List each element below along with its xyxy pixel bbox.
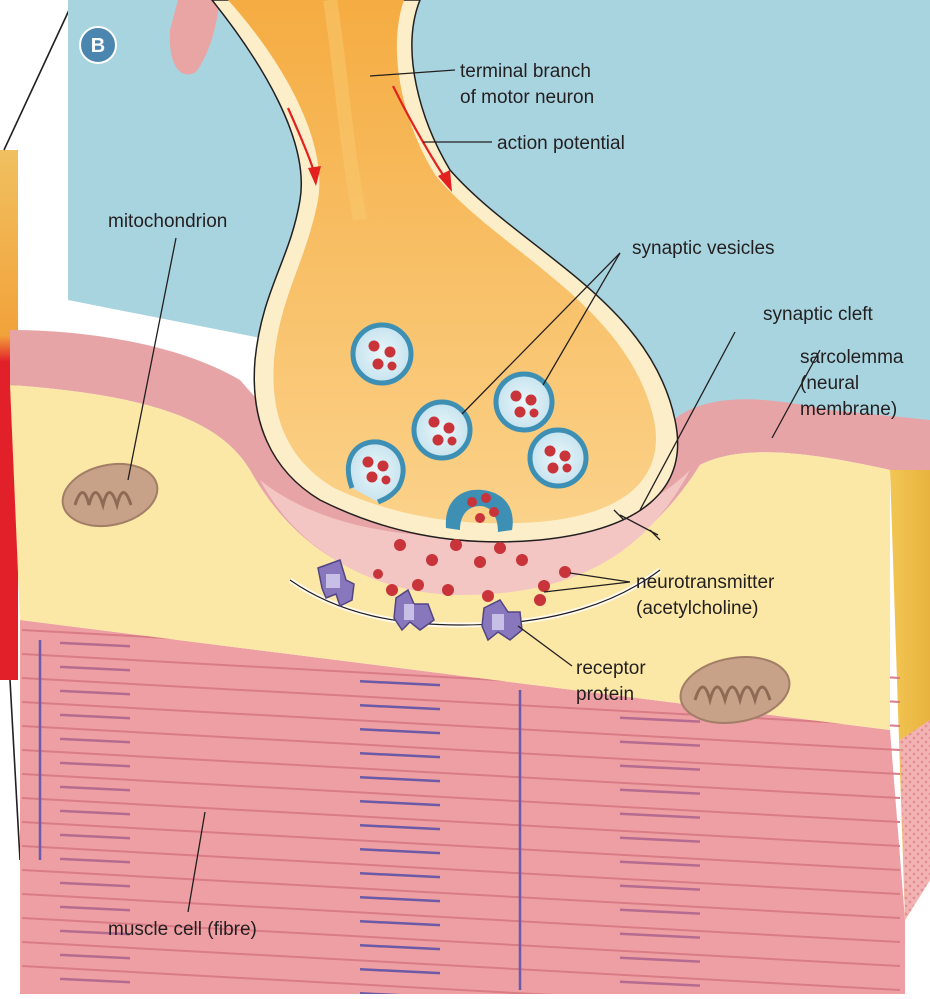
synaptic-vesicle: [353, 325, 411, 383]
figure-badge: B: [80, 27, 116, 63]
label-terminal-branch-2: of motor neuron: [460, 87, 594, 108]
label-terminal-branch-1: terminal branch: [460, 61, 591, 82]
synaptic-vesicle: [496, 374, 552, 430]
synaptic-vesicle: [414, 402, 470, 458]
zoom-guide-top-line: [4, 8, 70, 150]
label-action-potential: action potential: [497, 133, 625, 154]
label-muscle-cell: muscle cell (fibre): [108, 919, 257, 940]
label-synaptic-vesicles: synaptic vesicles: [632, 238, 775, 259]
zoom-guide-bottom-line: [10, 680, 20, 860]
label-sarcolemma-3: membrane): [800, 399, 897, 420]
label-mitochondrion: mitochondrion: [108, 211, 227, 232]
label-neurotransmitter-1: neurotransmitter: [636, 572, 775, 593]
label-sarcolemma-2: (neural: [800, 373, 859, 394]
synaptic-vesicle: [530, 430, 586, 486]
label-synaptic-cleft: synaptic cleft: [763, 304, 874, 325]
muscle-side-face: [900, 720, 930, 920]
label-sarcolemma-1: sarcolemma: [800, 347, 904, 368]
badge-letter: B: [91, 35, 105, 57]
label-receptor-2: protein: [576, 684, 634, 705]
label-receptor-1: receptor: [576, 658, 646, 679]
label-neurotransmitter-2: (acetylcholine): [636, 598, 759, 619]
